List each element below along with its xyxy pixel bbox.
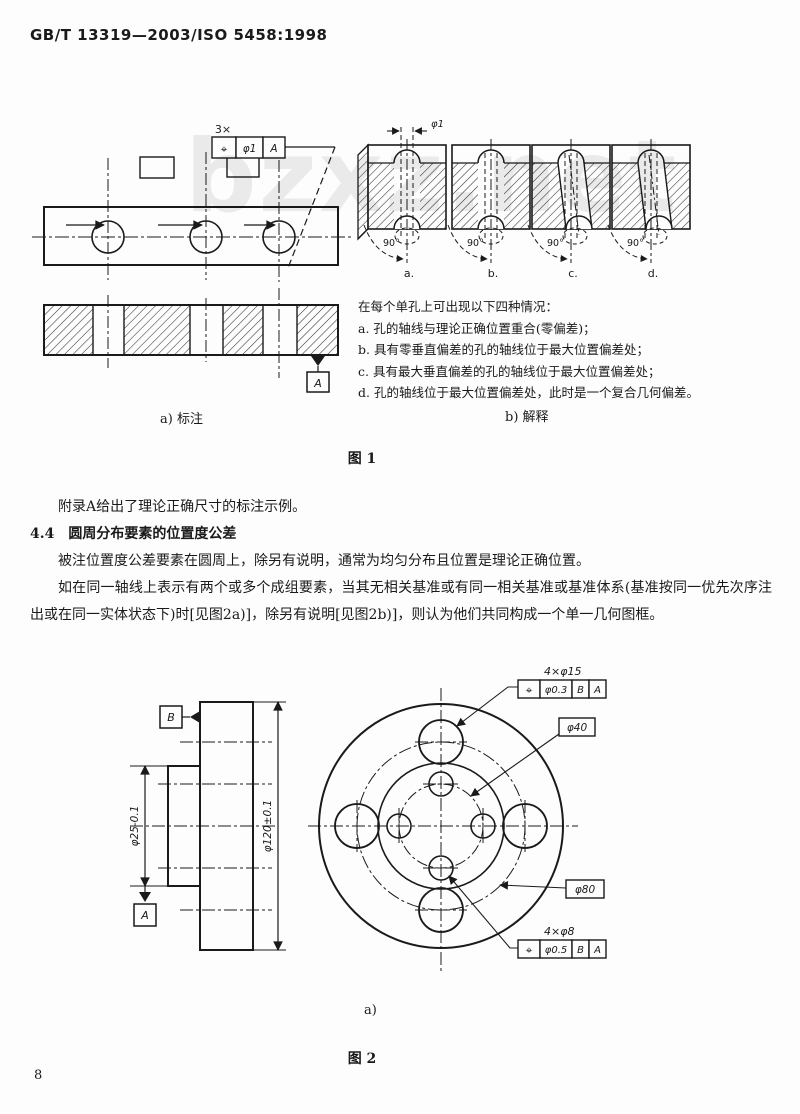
datum-letter-a: A — [313, 377, 322, 390]
hole-count-label: 4×φ8 — [544, 925, 574, 938]
feature-control-frame — [211, 136, 286, 159]
note-line: d. 孔的轴线位于最大位置偏差处，此时是一个复合几何偏差。 — [358, 385, 699, 400]
case-letter-a: a. — [404, 267, 414, 280]
side-view-centerlines — [130, 741, 275, 911]
page-number: 8 — [34, 1068, 43, 1083]
section-case-d — [607, 139, 691, 263]
zone-diameter-label: φ1 — [431, 119, 444, 130]
datum-box-a — [133, 903, 157, 927]
figure1-caption: 图 1 — [347, 451, 377, 467]
datum-triangle-a — [139, 892, 151, 902]
figure1a-label: a) 标注 — [160, 412, 203, 427]
ted-box-80 — [565, 879, 605, 899]
section-hole-edges — [92, 305, 298, 355]
leader-counterbores — [456, 686, 518, 727]
datum-triangle-b — [190, 711, 200, 723]
body-text: 附录A给出了理论正确尺寸的标注示例。 4.4 圆周分布要素的位置度公差 被注位置度… — [30, 494, 772, 629]
position-symbol: ⌖ — [526, 943, 533, 957]
datum-ref-1: B — [577, 945, 584, 956]
case-letter-d: d. — [648, 267, 658, 280]
flange-dimension-label: φ120±0.1 — [262, 800, 274, 852]
datum-triangle-a — [311, 356, 325, 366]
angle-label-d: 90° — [627, 238, 644, 249]
paragraph-grouping: 如在同一轴线上表示有两个或多个成组要素，当其无相关基准或有同一相关基准或基准体系… — [30, 580, 772, 623]
figure1b-label: b) 解释 — [505, 410, 549, 425]
figure2-flange-drawing: B A φ25-0.1 φ120±0.1 4×φ15 ⌖ φ0.3 B A φ4… — [129, 665, 607, 972]
ted-bolt-label: φ80 — [575, 884, 596, 896]
case-letter-b: b. — [488, 267, 498, 280]
figure2a-label: a) — [364, 1003, 377, 1018]
case-letter-c: c. — [568, 267, 578, 280]
clause-heading: 4.4 圆周分布要素的位置度公差 — [30, 521, 772, 548]
datum-ref-2: A — [593, 685, 601, 696]
paragraph-rule: 被注位置度公差要素在圆周上，除另有说明，通常为均匀分布且位置是理论正确位置。 — [58, 553, 590, 569]
feature-control-frame-counterbores — [517, 679, 607, 699]
front-view-centerlines — [308, 688, 578, 972]
boss-dimension-label: φ25-0.1 — [129, 806, 141, 847]
section-case-a — [357, 127, 447, 263]
note-line: b. 具有零垂直偏差的孔的轴线位于最大位置偏差处； — [358, 342, 649, 357]
clause-title: 圆周分布要素的位置度公差 — [68, 526, 237, 542]
paragraph-annex: 附录A给出了理论正确尺寸的标注示例。 — [58, 499, 307, 515]
tolerance-value: φ0.3 — [545, 685, 568, 696]
ted-inner-label: φ40 — [567, 722, 588, 734]
datum-letter-a: A — [140, 909, 149, 922]
ted-box-2 — [226, 155, 260, 178]
counterbore-count-label: 4×φ15 — [544, 665, 581, 678]
clause-number: 4.4 — [30, 526, 55, 542]
section-outline — [43, 304, 339, 356]
bar-outline — [43, 206, 339, 266]
figure1-interpretation-drawing: φ1 90° 90° 90° 90° a. b. c. d. — [357, 119, 691, 280]
figure1-notes: 在每个单孔上可出现以下四种情况： a. 孔的轴线与理论正确位置重合(零偏差)； … — [358, 296, 766, 404]
standard-number-header: GB/T 13319—2003/ISO 5458:1998 — [30, 26, 328, 44]
leader-inner-ted — [470, 733, 560, 797]
datum-ref-2: A — [593, 945, 601, 956]
tolerance-value: φ1 — [243, 143, 257, 155]
ted-box-1 — [139, 156, 175, 179]
figure1-annotation-drawing: 3× ⌖ φ1 A A — [32, 123, 352, 393]
figure2-caption: 图 2 — [347, 1051, 377, 1067]
position-symbol: ⌖ — [221, 142, 228, 156]
tolerance-value: φ0.5 — [545, 945, 568, 956]
angle-label-b: 90° — [467, 238, 484, 249]
note-line: a. 孔的轴线与理论正确位置重合(零偏差)； — [358, 320, 596, 336]
datum-ref: A — [269, 143, 277, 155]
section-case-b — [447, 139, 531, 263]
position-symbol: ⌖ — [526, 683, 533, 697]
angle-label-c: 90° — [547, 238, 564, 249]
note-line: c. 具有最大垂直偏差的孔的轴线位于最大位置偏差处； — [358, 363, 661, 379]
leader-small-holes — [448, 875, 518, 949]
leader-bolt-ted — [499, 880, 567, 890]
datum-box-a — [306, 371, 330, 393]
note-line: 在每个单孔上可出现以下四种情况： — [358, 299, 559, 314]
hole-count-label: 3× — [215, 123, 231, 136]
feature-control-frame-holes — [517, 939, 607, 959]
datum-ref-1: B — [577, 685, 584, 696]
angle-label-a: 90° — [383, 238, 400, 249]
datum-letter-b: B — [167, 711, 175, 724]
ted-box-40 — [558, 717, 596, 737]
section-case-c — [527, 139, 611, 263]
